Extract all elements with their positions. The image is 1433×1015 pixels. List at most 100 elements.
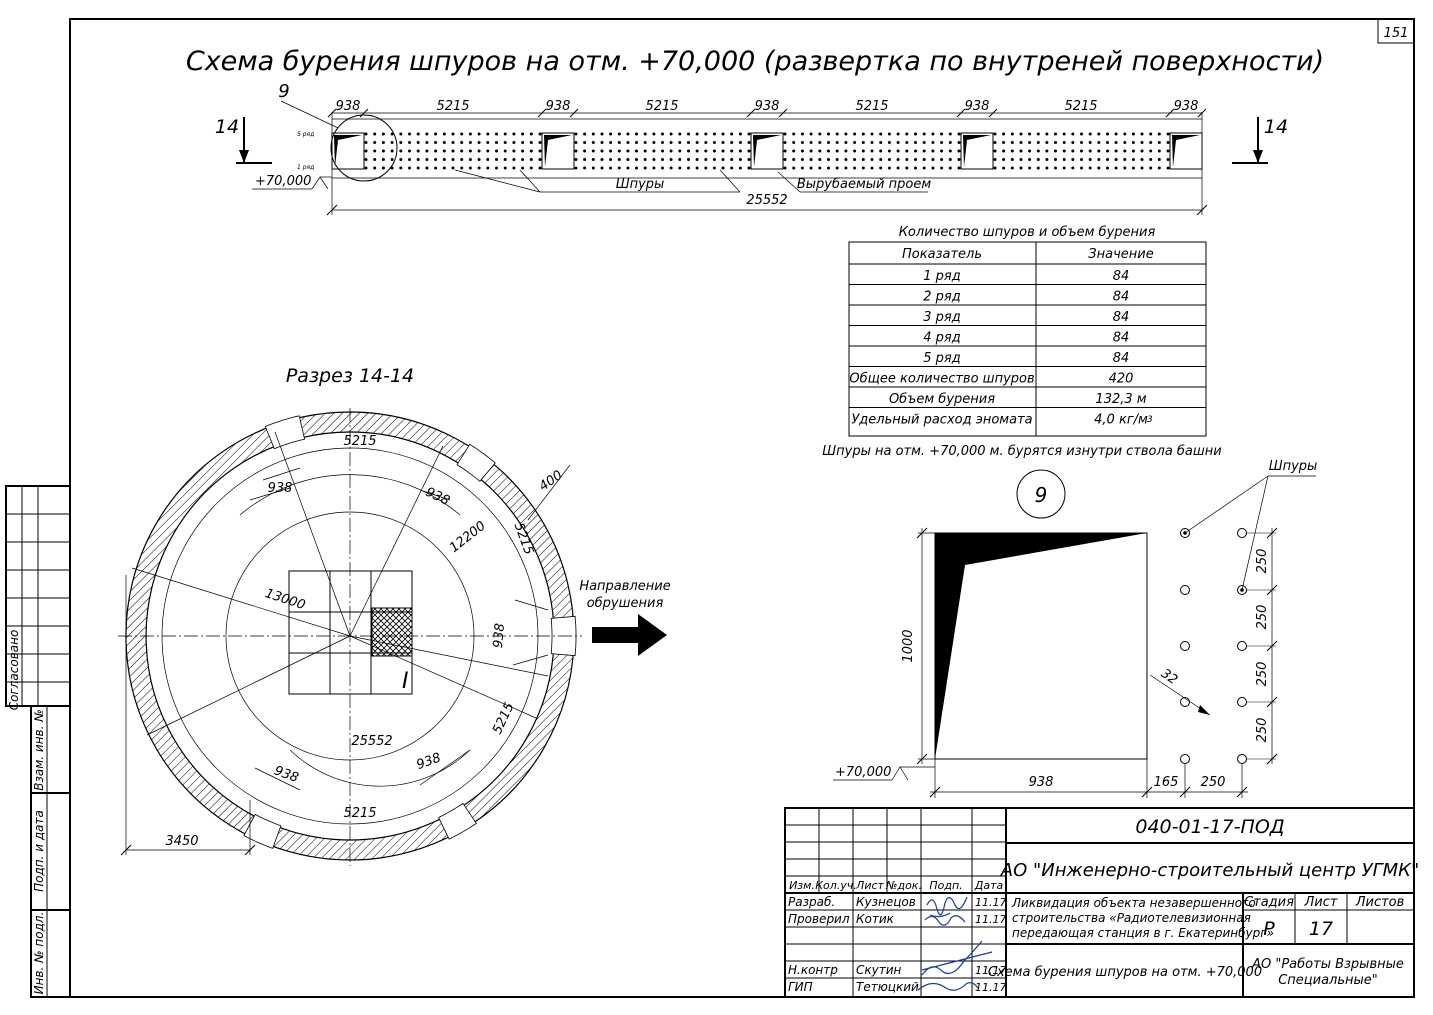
top-hole [1149, 158, 1153, 161]
top-hole [495, 149, 498, 153]
top-hole [600, 149, 604, 153]
top-hole [1131, 132, 1135, 136]
top-hole [844, 141, 848, 144]
top-hole [503, 141, 507, 144]
top-hole [574, 132, 578, 136]
top-hole [1010, 149, 1014, 153]
top-hole [1140, 166, 1144, 170]
table-cell-param: Объем бурения [889, 392, 995, 407]
top-hole [835, 149, 839, 153]
top-scheme: 9 14 14 [215, 81, 1288, 216]
top-hole [425, 158, 429, 161]
top-hole [993, 132, 997, 136]
top-hole [1036, 166, 1040, 170]
top-hole [844, 149, 848, 153]
top-hole [940, 149, 944, 153]
table-cell-value: 84 [1113, 331, 1130, 346]
top-hole [661, 149, 664, 153]
wall-opening [456, 443, 496, 482]
top-hole [896, 132, 900, 136]
top-hole [957, 141, 961, 144]
top-hole [1097, 158, 1101, 161]
top-hole [738, 132, 742, 136]
top-dim-5: 938 [755, 99, 780, 114]
top-hole [800, 166, 804, 170]
top-hole [879, 158, 883, 161]
top-dim-9: 938 [1174, 99, 1199, 114]
top-hole [931, 158, 935, 161]
top-hole [408, 141, 411, 144]
top-hole [948, 149, 952, 153]
doc-code: 040-01-17-ПОД [1135, 816, 1284, 838]
top-hole [1097, 166, 1101, 170]
table-cell-value: 420 [1109, 372, 1134, 387]
top-hole [905, 141, 909, 144]
top-hole [373, 141, 377, 144]
top-hole [844, 132, 848, 136]
table-cell-value: 132,3 м [1095, 392, 1146, 407]
top-hole [1114, 166, 1118, 170]
top-hole [381, 158, 385, 161]
top-hole [738, 141, 742, 144]
top-hole [390, 141, 394, 144]
top-hole [1157, 166, 1161, 170]
top-hole [425, 132, 429, 136]
top-hole [940, 166, 944, 170]
top-hole [905, 158, 909, 161]
top-hole [399, 166, 403, 170]
top-hole [1097, 141, 1101, 144]
top-hole [669, 166, 673, 170]
top-hole [574, 166, 578, 170]
table-cell-value: 84 [1113, 310, 1130, 325]
top-hole [730, 149, 734, 153]
top-hole [896, 149, 900, 153]
sec-dim-938-tl: 938 [268, 481, 293, 496]
section-14-14: Разрез 14-14 I 5215 938 938 400 122 [118, 365, 671, 866]
top-hole [495, 141, 498, 144]
table-cell-param: 3 ряд [923, 310, 960, 325]
top-hole [626, 166, 630, 170]
top-hole [1019, 141, 1023, 144]
top-hole [1045, 166, 1049, 170]
top-hole [678, 149, 682, 153]
top-hole [792, 166, 796, 170]
top-hole [783, 132, 787, 136]
top-hole [661, 132, 664, 136]
top-hole [809, 132, 813, 136]
top-hole [529, 166, 533, 170]
top-hole [1028, 158, 1032, 161]
top-hole [643, 166, 647, 170]
top-dim-2: 5215 [436, 99, 469, 114]
top-hole [434, 132, 438, 136]
detail-hole [1180, 585, 1190, 595]
top-hole [538, 149, 542, 153]
top-hole [1036, 158, 1040, 161]
table-cell-value: 84 [1113, 351, 1130, 366]
top-hole [643, 149, 647, 153]
top-hole [399, 132, 403, 136]
sheet-value: 17 [1309, 918, 1333, 940]
top-hole [887, 158, 891, 161]
top-hole [1123, 132, 1127, 136]
top-hole [887, 132, 891, 136]
top-hole [416, 149, 420, 153]
top-dim-1: 938 [336, 99, 361, 114]
top-hole [503, 132, 507, 136]
top-hole [914, 166, 917, 170]
top-holes-grid [364, 132, 1170, 170]
top-dim-6: 5215 [855, 99, 888, 114]
top-hole [818, 149, 822, 153]
top-hole [738, 149, 742, 153]
top-hole [529, 141, 533, 144]
opening-3 [750, 132, 784, 170]
hdr-izm: Изм. [789, 879, 815, 892]
top-hole [451, 158, 455, 161]
top-hole [538, 166, 542, 170]
top-hole [574, 141, 578, 144]
sheet-number-box [1377, 18, 1415, 44]
top-hole [853, 132, 857, 136]
hdr-podp: Подп. [929, 879, 962, 892]
top-hole [800, 158, 804, 161]
top-hole [1123, 158, 1127, 161]
top-hole [468, 141, 472, 144]
